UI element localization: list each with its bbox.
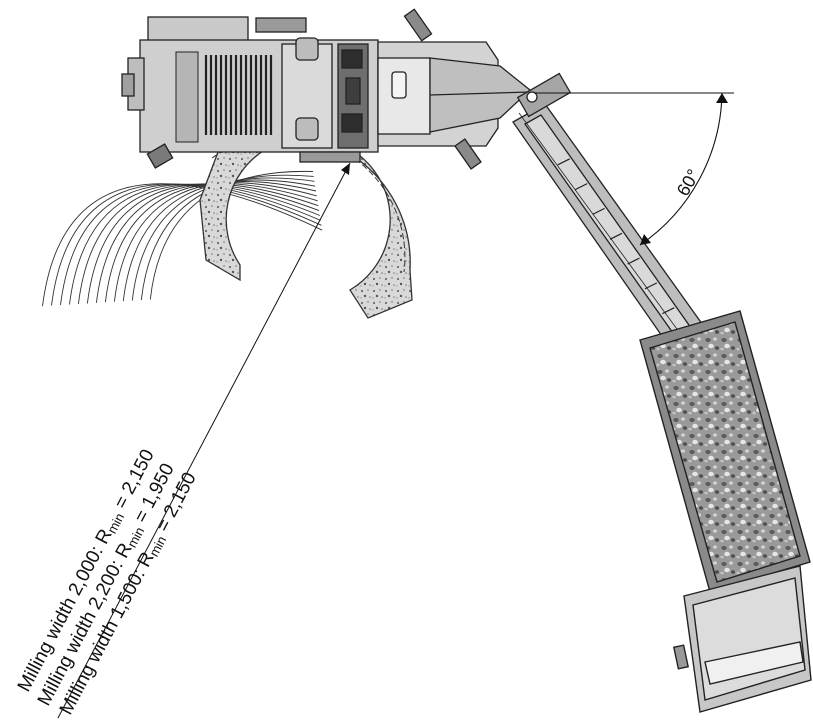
radius-label-1: Milling width 2,200: Rmin = 1,950 [34, 460, 180, 710]
turning-arc [51, 183, 322, 306]
angle-indicator [534, 92, 734, 246]
turning-arc [42, 183, 323, 307]
turning-arc [149, 171, 313, 300]
conveyor-tick [627, 257, 640, 265]
turning-arc [69, 183, 321, 305]
turning-arc [60, 183, 321, 306]
turning-arc [77, 183, 320, 304]
turning-arc [113, 181, 317, 302]
radius-leader [57, 162, 351, 719]
conveyor-tick [609, 232, 623, 240]
dump-truck [639, 310, 812, 713]
radius-labels: Milling width 2,000: Rmin = 2,150 Millin… [14, 446, 201, 718]
engine-grille [204, 55, 273, 135]
conveyor-tick [592, 207, 605, 215]
milling-machine [121, 8, 531, 170]
turning-arc [122, 179, 316, 302]
turning-arc [95, 182, 318, 303]
conveyor-tick [644, 282, 658, 290]
turning-arc [140, 174, 314, 301]
turning-arc [86, 183, 319, 304]
conveyor-tick [574, 183, 588, 191]
conveyor-tick [662, 307, 675, 315]
turning-arc [104, 182, 317, 303]
conveyor-tick [557, 158, 571, 166]
turning-arcs [42, 171, 323, 307]
turning-arc [131, 177, 315, 301]
angle-label: 60° [673, 166, 704, 200]
